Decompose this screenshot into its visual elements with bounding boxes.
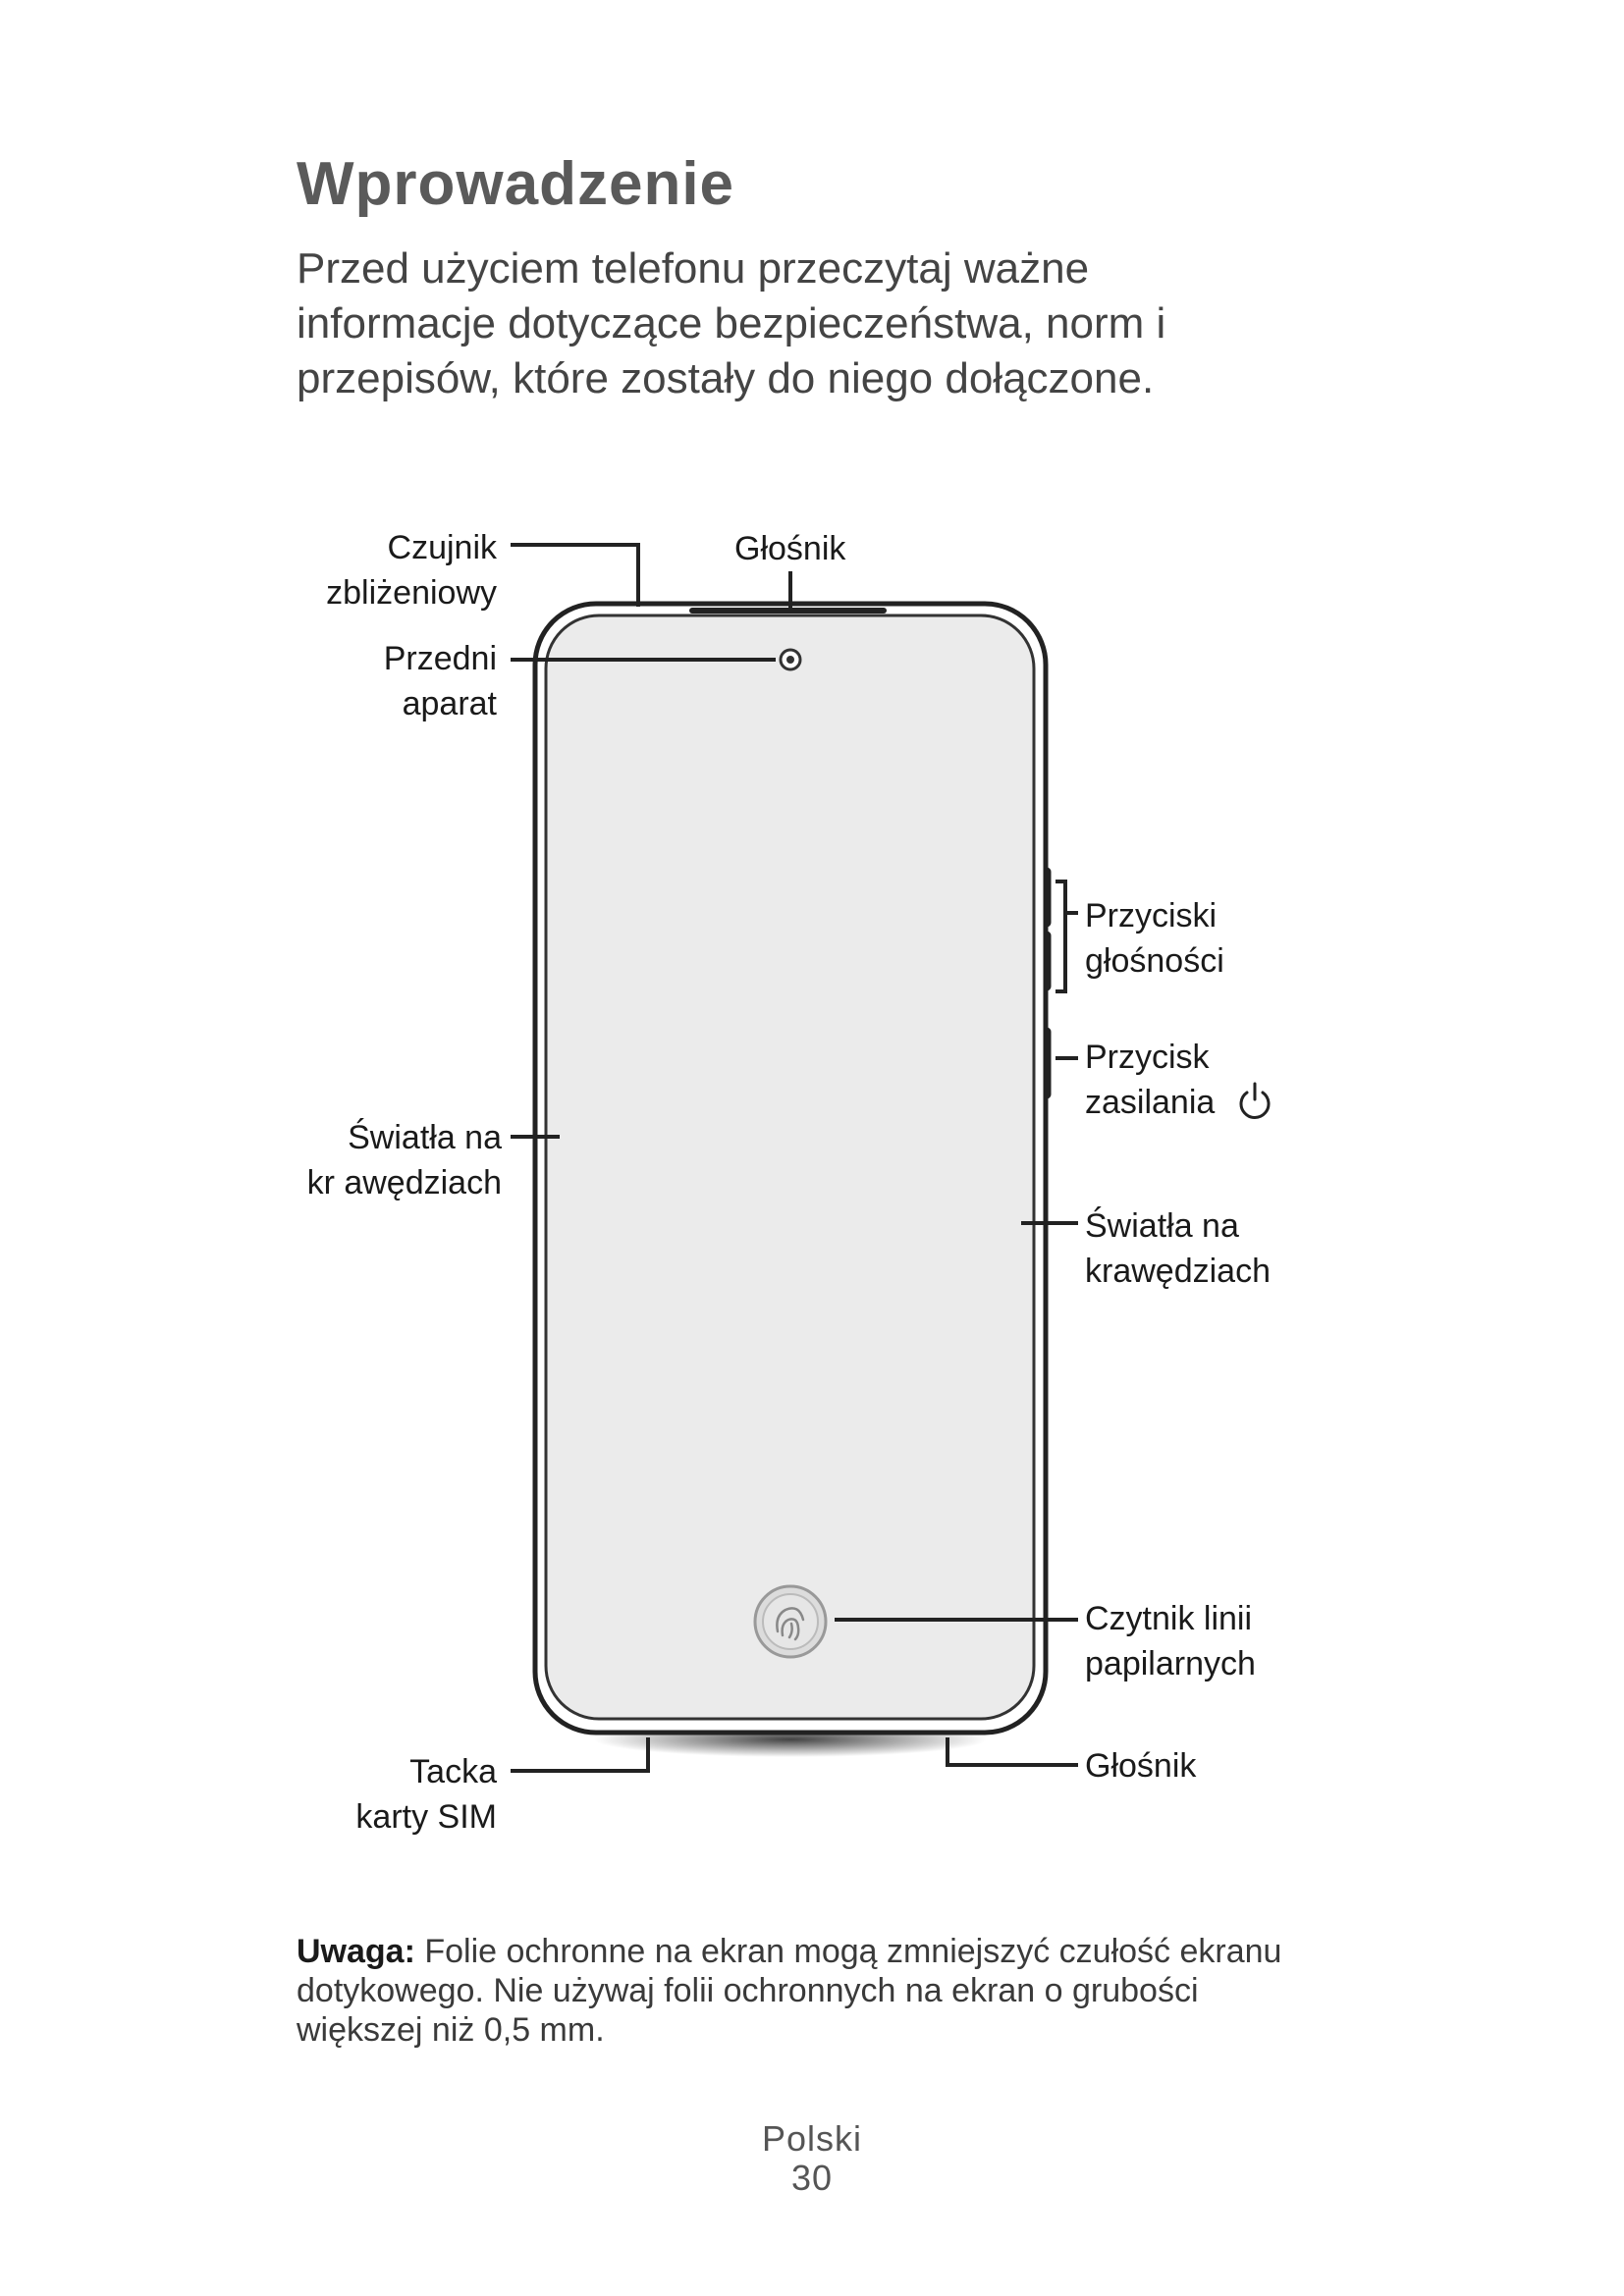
label-line: Głośnik (1085, 1747, 1197, 1785)
note-label: Uwaga: (297, 1933, 415, 1970)
leader-speaker-bottom (946, 1737, 1078, 1767)
label-line: papilarnych (1085, 1645, 1256, 1682)
note-text: Folie ochronne na ekran mogą zmniejszyć … (414, 1933, 1282, 1970)
note-line: większej niż 0,5 mm. (297, 2011, 605, 2049)
leader-proximity-sensor (511, 543, 640, 607)
footer-language: Polski (761, 2118, 863, 2159)
label-line: Przycisk (1085, 1039, 1210, 1076)
label-proximity-sensor: Czujnik zbliżeniowy (326, 525, 497, 615)
intro-line: Przed użyciem telefonu przeczytaj ważne (297, 244, 1090, 293)
label-line: Tacka (409, 1753, 497, 1790)
intro-line: informacje dotyczące bezpieczeństwa, nor… (297, 299, 1166, 347)
page-number: 30 (790, 2158, 834, 2198)
label-power-button: Przycisk zasilania (1085, 1035, 1215, 1125)
label-line: Czytnik linii (1085, 1600, 1253, 1637)
label-line: zbliżeniowy (326, 574, 497, 612)
label-edge-lights-left: Światła na kr awędziach (307, 1115, 502, 1205)
power-icon (1239, 1082, 1271, 1119)
note-line: Uwaga: Folie ochronne na ekran mogą zmni… (297, 1932, 1281, 1971)
note-paragraph: Uwaga: Folie ochronne na ekran mogą zmni… (297, 1932, 1281, 2050)
label-line: głośności (1085, 942, 1224, 980)
label-line: Przyciski (1085, 897, 1218, 934)
label-line: Głośnik (734, 530, 846, 567)
label-line: zasilania (1085, 1084, 1216, 1121)
intro-line: przepisów, które zostały do niego dołącz… (297, 354, 1155, 402)
label-volume-buttons: Przyciski głośności (1085, 893, 1224, 984)
label-line: Światła na (348, 1119, 502, 1156)
label-sim-tray: Tacka karty SIM (355, 1749, 497, 1840)
label-line: Przedni (383, 640, 497, 677)
page-title: Wprowadzenie (297, 150, 735, 218)
note-line: dotykowego. Nie używaj folii ochronnych … (297, 1972, 1199, 2009)
leader-volume-buttons (1056, 880, 1067, 993)
label-line: Czujnik (387, 529, 497, 566)
intro-paragraph: Przed użyciem telefonu przeczytaj ważne … (297, 241, 1278, 406)
front-camera-icon (779, 648, 802, 671)
label-line: krawędziach (1085, 1253, 1271, 1290)
label-edge-lights-right: Światła na krawędziach (1085, 1203, 1271, 1294)
label-speaker-top: Głośnik (734, 526, 845, 571)
label-line: Światła na (1085, 1207, 1239, 1245)
fingerprint-icon (753, 1584, 828, 1659)
label-speaker-bottom: Głośnik (1085, 1743, 1196, 1789)
label-fingerprint: Czytnik linii papilarnych (1085, 1596, 1256, 1686)
label-front-camera: Przedni aparat (384, 636, 497, 726)
phone-screen (544, 614, 1036, 1721)
label-line: karty SIM (355, 1798, 497, 1836)
leader-sim-tray (511, 1737, 650, 1773)
label-line: kr awędziach (306, 1164, 502, 1201)
label-line: aparat (402, 685, 497, 722)
